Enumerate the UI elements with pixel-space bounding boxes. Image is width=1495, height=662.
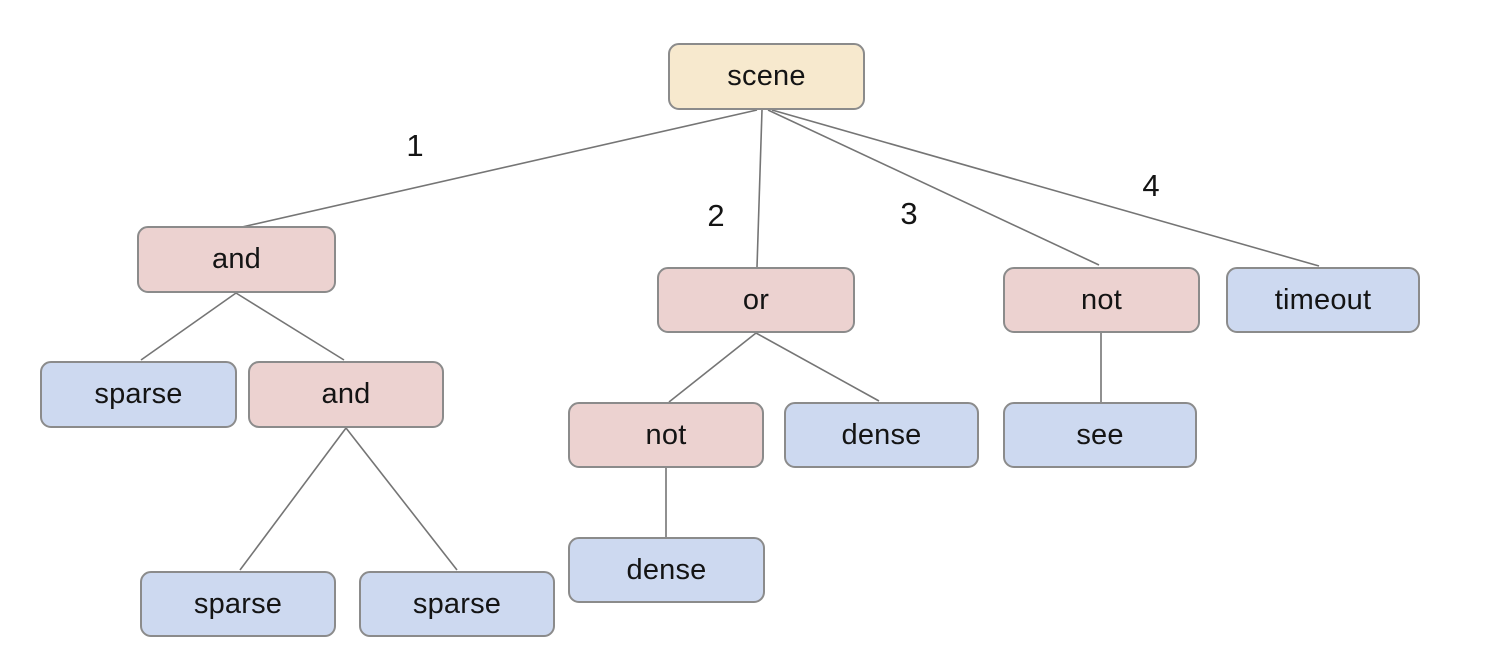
tree-node-or: or <box>657 267 855 333</box>
tree-node-dense-2: dense <box>568 537 765 603</box>
edge-scene-timeout <box>771 109 1320 267</box>
tree-node-see: see <box>1003 402 1197 468</box>
edge-scene-not <box>767 109 1100 266</box>
tree-node-sparse-1: sparse <box>40 361 237 428</box>
tree-node-and-1: and <box>137 226 336 293</box>
edge-scene-and <box>241 109 758 228</box>
edge-or-not <box>668 332 757 403</box>
tree-node-sparse-2: sparse <box>140 571 336 637</box>
edge-label-3: 3 <box>900 196 918 231</box>
edge-or-dense <box>755 332 880 402</box>
edge-label-2: 2 <box>707 198 725 233</box>
tree-node-not-2: not <box>568 402 764 468</box>
tree-node-timeout: timeout <box>1226 267 1420 333</box>
edge-scene-or <box>756 109 763 268</box>
tree-node-sparse-3: sparse <box>359 571 555 637</box>
edge-and2-sparse2 <box>345 427 458 571</box>
tree-node-scene: scene <box>668 43 865 110</box>
tree-node-dense-1: dense <box>784 402 979 468</box>
edge-and-and <box>235 292 345 361</box>
edge-and-sparse <box>140 292 237 361</box>
edge-and2-sparse <box>239 427 347 571</box>
edge-label-4: 4 <box>1142 168 1160 203</box>
edge-label-1: 1 <box>406 128 424 163</box>
tree-node-and-2: and <box>248 361 444 428</box>
tree-node-not-1: not <box>1003 267 1200 333</box>
